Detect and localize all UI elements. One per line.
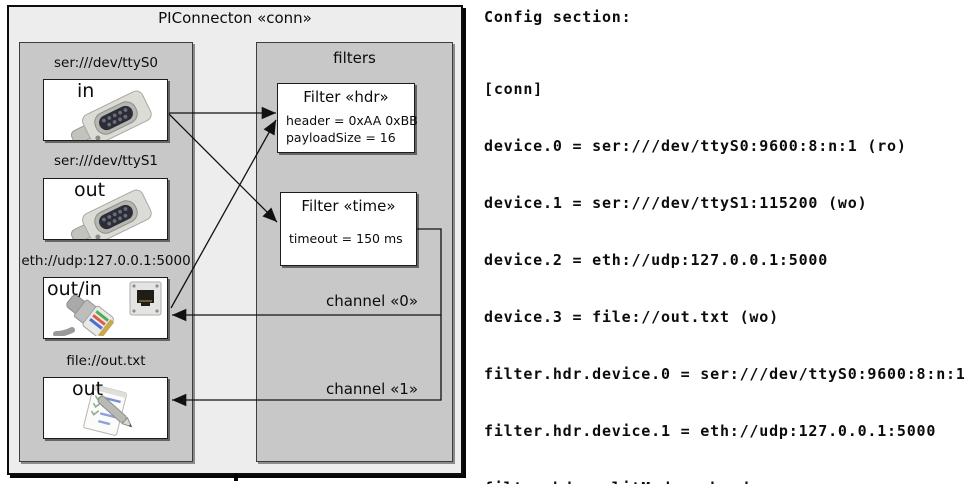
filter-attribute: payloadSize = 16	[286, 130, 396, 145]
config-text: [conn] device.0 = ser:///dev/ttyS0:9600:…	[484, 42, 964, 484]
device-label-eth: eth://udp:127.0.0.1:5000	[21, 253, 191, 269]
filter-title: Filter «time»	[301, 197, 396, 215]
device-direction-label: out/in	[47, 278, 102, 300]
filters-group-title: filters	[333, 49, 376, 67]
device-label-ttys0: ser:///dev/ttyS0	[54, 55, 158, 71]
device-box-eth: out/in	[43, 277, 168, 339]
config-line: device.0 = ser:///dev/ttyS0:9600:8:n:1 (…	[484, 137, 907, 155]
config-line: filter.hdr.device.1 = eth://udp:127.0.0.…	[484, 422, 937, 440]
filter-attribute: timeout = 150 ms	[289, 231, 403, 246]
serial-connector-icon	[70, 90, 152, 140]
filter-attribute: header = 0xAA 0xBB	[286, 113, 418, 128]
diagram-bottom-tick	[234, 473, 238, 481]
channel-1-label: channel «1»	[325, 380, 418, 398]
config-panel: Config section: [conn] device.0 = ser://…	[484, 0, 964, 484]
filter-box-time: Filter «time» timeout = 150 ms	[280, 192, 417, 266]
device-box-ttys0: in	[43, 79, 168, 141]
serial-connector-icon	[70, 189, 152, 239]
device-direction-label: out	[72, 378, 104, 400]
config-line: filter.hdr.device.0 = ser:///dev/ttyS0:9…	[484, 365, 964, 383]
device-box-ttys1: out	[43, 178, 168, 240]
device-label-file: file://out.txt	[66, 353, 146, 369]
device-direction-label: in	[77, 80, 95, 102]
notepad-pen-icon	[83, 385, 133, 436]
diagram-title: PIConnecton «conn»	[158, 9, 312, 27]
config-line: device.3 = file://out.txt (wo)	[484, 308, 779, 326]
config-line: device.1 = ser:///dev/ttyS1:115200 (wo)	[484, 194, 868, 212]
channel-0-label: channel «0»	[325, 292, 418, 310]
config-line: filter.hdr.splitMode = header	[484, 479, 964, 484]
config-heading: Config section:	[484, 8, 632, 26]
config-line: [conn]	[484, 80, 543, 98]
device-box-file: out	[43, 377, 168, 439]
device-direction-label: out	[74, 179, 106, 201]
filter-title: Filter «hdr»	[303, 88, 389, 106]
device-label-ttys1: ser:///dev/ttyS1	[54, 153, 158, 169]
ethernet-connector-icon	[53, 281, 162, 336]
config-line: device.2 = eth://udp:127.0.0.1:5000	[484, 251, 829, 269]
filter-box-hdr: Filter «hdr» header = 0xAA 0xBB payloadS…	[277, 83, 418, 153]
